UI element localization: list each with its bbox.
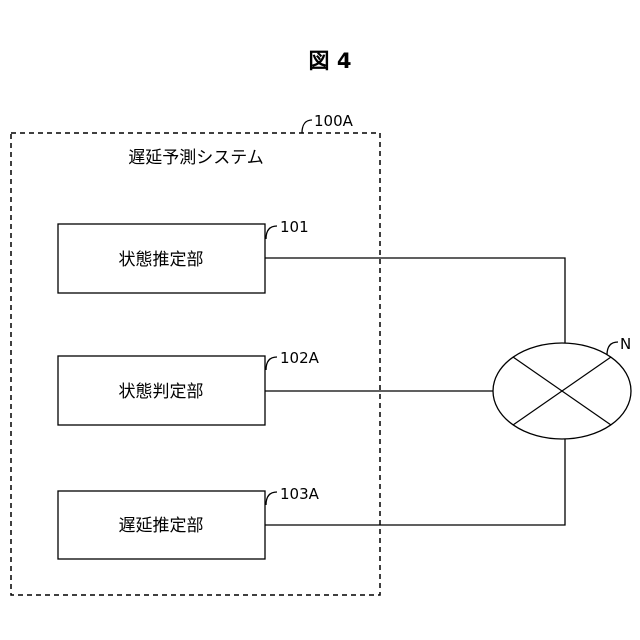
block-label: 状態判定部 [119, 382, 204, 402]
block-label: 遅延推定部 [119, 516, 204, 536]
block-ref: 101 [280, 218, 309, 236]
system-name: 遅延予測システム [128, 148, 264, 168]
block-ref-leader [266, 357, 277, 370]
network-ref: N [620, 335, 631, 353]
connection-line-1 [265, 258, 565, 344]
block-ref: 103A [280, 485, 320, 503]
block-label: 状態推定部 [119, 250, 204, 270]
block-ref-leader [266, 226, 277, 239]
network-ref-leader [607, 342, 618, 355]
block-ref: 102A [280, 349, 320, 367]
system-ref-leader [302, 120, 312, 133]
block-ref-leader [266, 492, 277, 505]
system-ref: 100A [314, 112, 354, 130]
connection-line-3 [265, 439, 565, 525]
figure-title: 図 4 [309, 49, 352, 73]
